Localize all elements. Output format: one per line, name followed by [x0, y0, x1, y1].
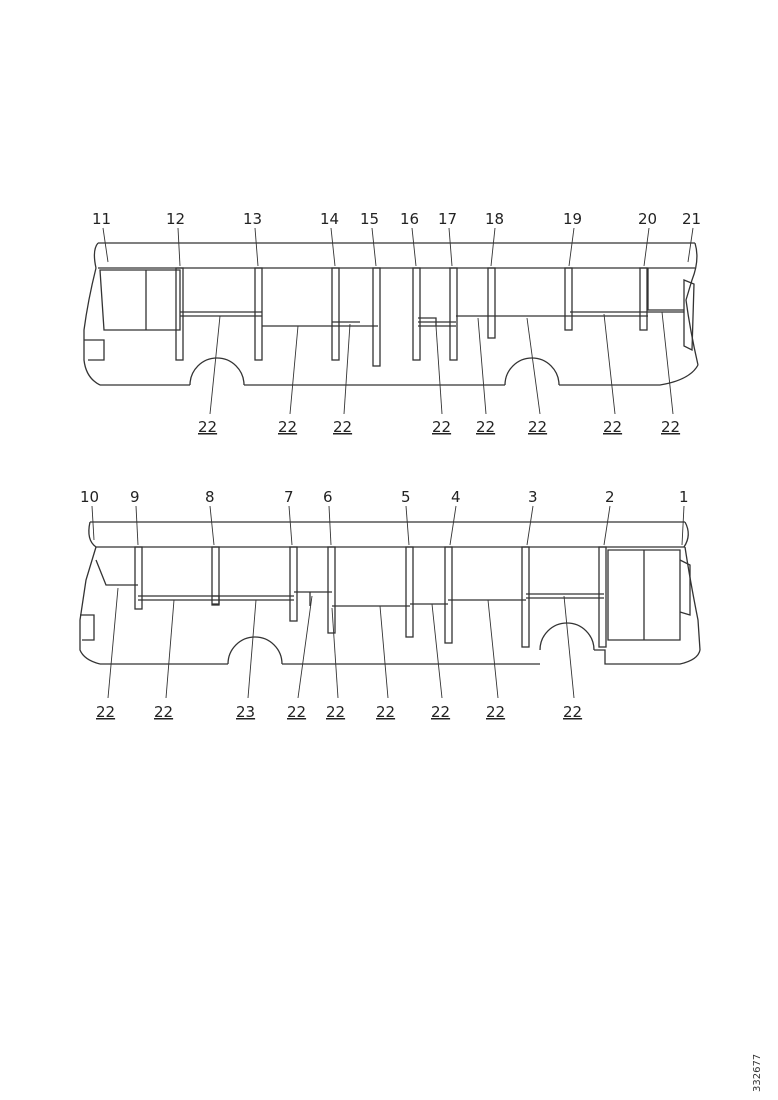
document-id: 332677	[752, 1053, 763, 1092]
part-label: 22	[486, 703, 505, 721]
part-label: 22	[528, 418, 547, 436]
callout-label: 10	[80, 488, 99, 506]
part-label: 22	[603, 418, 622, 436]
part-label: 22	[198, 418, 217, 436]
part-label: 22	[432, 418, 451, 436]
callout-label: 13	[243, 210, 262, 228]
part-label: 23	[236, 703, 255, 721]
callout-label: 21	[682, 210, 701, 228]
bus-side-view-top	[83, 242, 699, 386]
part-label: 22	[476, 418, 495, 436]
part-label: 22	[563, 703, 582, 721]
callout-label: 20	[638, 210, 657, 228]
part-label: 22	[326, 703, 345, 721]
callout-label: 4	[451, 488, 461, 506]
callout-label: 2	[605, 488, 615, 506]
callout-label: 8	[205, 488, 215, 506]
callout-label: 19	[563, 210, 582, 228]
callout-label: 16	[400, 210, 419, 228]
top-part-22-labels: 22 22 22 22 22 22 22 22	[198, 418, 680, 436]
part-label: 22	[287, 703, 306, 721]
callout-label: 11	[92, 210, 111, 228]
callout-label: 15	[360, 210, 379, 228]
callout-label: 14	[320, 210, 339, 228]
callout-label: 17	[438, 210, 457, 228]
bottom-callout-numbers: 10 9 8 7 6 5 4 3 2 1	[80, 488, 689, 506]
callout-label: 5	[401, 488, 411, 506]
bottom-callout-leaders	[91, 505, 685, 699]
top-callout-leaders	[102, 227, 694, 415]
top-callout-numbers: 11 12 13 14 15 16 17 18 19 20 21	[92, 210, 701, 228]
part-label: 22	[333, 418, 352, 436]
part-label: 22	[278, 418, 297, 436]
callout-label: 9	[130, 488, 140, 506]
callout-label: 18	[485, 210, 504, 228]
part-label: 22	[661, 418, 680, 436]
callout-label: 1	[679, 488, 689, 506]
part-label: 22	[376, 703, 395, 721]
bottom-part-labels: 22 22 23 22 22 22 22 22 22	[96, 703, 582, 721]
callout-label: 6	[323, 488, 333, 506]
callout-label: 3	[528, 488, 538, 506]
bus-side-view-bottom	[79, 521, 701, 665]
callout-label: 7	[284, 488, 294, 506]
part-label: 22	[154, 703, 173, 721]
part-label: 22	[96, 703, 115, 721]
part-label: 22	[431, 703, 450, 721]
callout-label: 12	[166, 210, 185, 228]
